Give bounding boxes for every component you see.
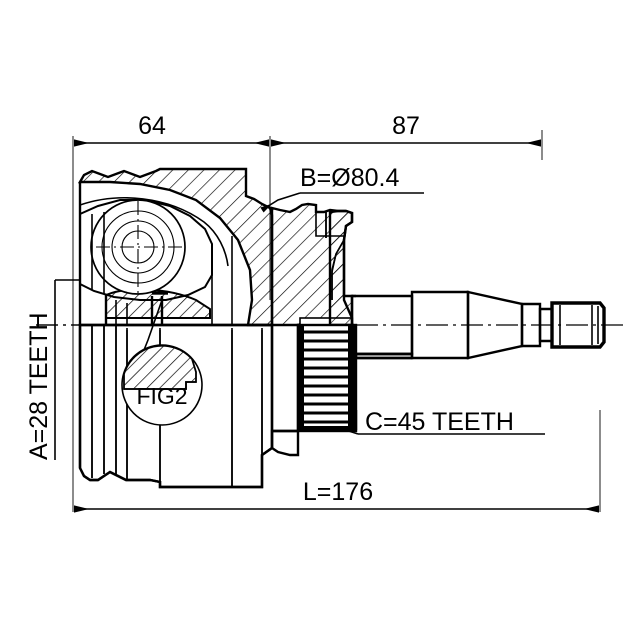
dimension-total-length: L=176 [74,478,599,513]
housing-lower-restore [78,323,300,489]
dimension-87-label: 87 [392,112,420,140]
ball-bearing [90,199,186,295]
fig2-label: FIG2 [136,383,187,409]
dimension-64: 64 [74,112,269,147]
callout-outer-spline: C=45 TEETH [314,408,545,436]
shaft-render [350,250,640,410]
l-total-label: L=176 [303,478,373,506]
dimension-87: 87 [271,112,541,147]
c-teeth-label: C=45 TEETH [365,408,514,436]
a-teeth-label: A=28 TEETH [25,312,53,460]
fig2-detail-bubble: FIG2 [121,299,203,426]
dimension-64-label: 64 [138,112,166,140]
b-diameter-label: B=Ø80.4 [300,164,399,192]
joint-housing-upper-section [77,167,274,327]
callout-outer-diameter: B=Ø80.4 [260,164,424,213]
spline-block-restore [296,323,414,433]
